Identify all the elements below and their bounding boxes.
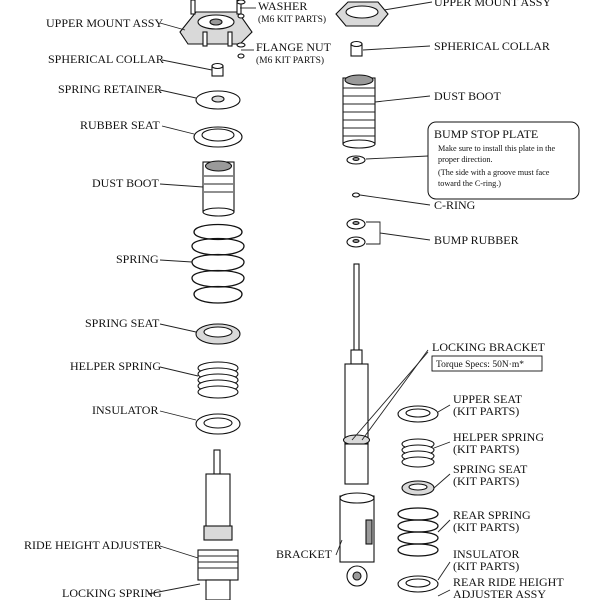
label-upper-mount-left: UPPER MOUNT ASSY xyxy=(46,16,163,30)
label-upper-mount-right: UPPER MOUNT ASSY xyxy=(434,0,551,9)
label-rubber-seat: RUBBER SEAT xyxy=(80,118,160,132)
shock-body-left-part xyxy=(197,449,239,600)
label-helper-spring-left: HELPER SPRING xyxy=(70,359,161,373)
label-ride-height-adjuster: RIDE HEIGHT ADJUSTER xyxy=(24,538,162,552)
label-spring-seat-right-sub: (KIT PARTS) xyxy=(453,474,519,488)
label-washer-sub: (M6 KIT PARTS) xyxy=(258,14,326,25)
bump-stop-note-box xyxy=(427,121,580,200)
label-dust-boot-left: DUST BOOT xyxy=(92,176,159,190)
label-locking-bracket: LOCKING BRACKET xyxy=(432,340,546,354)
label-spring-retainer: SPRING RETAINER xyxy=(58,82,162,96)
label-spring: SPRING xyxy=(116,252,159,266)
upper-seat-part xyxy=(397,405,439,423)
right-labels: UPPER MOUNT ASSY SPHERICAL COLLAR DUST B… xyxy=(276,0,580,600)
spring-seat-right-part xyxy=(401,480,435,496)
label-flange-nut: FLANGE NUT xyxy=(256,40,332,54)
bump-rubber-part xyxy=(346,218,366,248)
spherical-collar-right-part xyxy=(350,40,363,57)
bump-stop-plate-part xyxy=(346,155,366,165)
label-insulator-right: INSULATOR xyxy=(453,547,519,561)
upper-mount-right-part xyxy=(335,1,389,27)
label-bump-rubber: BUMP RUBBER xyxy=(434,233,519,247)
shock-body-right-part xyxy=(342,263,371,485)
note-line-2: proper direction. xyxy=(438,155,493,164)
label-upper-seat: UPPER SEAT xyxy=(453,392,523,406)
spring-retainer-part xyxy=(195,90,241,110)
label-washer: WASHER xyxy=(258,0,307,13)
spring-seat-part xyxy=(195,323,241,345)
bracket-part xyxy=(339,492,375,587)
upper-mount-left-part xyxy=(179,0,253,47)
helper-spring-left-part xyxy=(197,361,239,399)
washer-nut-part xyxy=(236,0,246,59)
label-locking-spring: LOCKING SPRING xyxy=(62,586,162,600)
label-rear-spring: REAR SPRING xyxy=(453,508,531,522)
insulator-right-part xyxy=(397,575,439,593)
label-spherical-collar-right: SPHERICAL COLLAR xyxy=(434,39,550,53)
rear-spring-part xyxy=(397,507,439,557)
label-bracket: BRACKET xyxy=(276,547,333,561)
spherical-collar-left-part xyxy=(211,62,224,77)
label-c-ring: C-RING xyxy=(434,198,476,212)
dust-boot-right-part xyxy=(342,74,376,149)
left-labels: UPPER MOUNT ASSY WASHER (M6 KIT PARTS) F… xyxy=(24,0,332,600)
label-rear-ride-height: REAR RIDE HEIGHT xyxy=(453,575,564,589)
insulator-left-part xyxy=(195,413,241,435)
label-torque-specs: Torque Specs: 50N·m* xyxy=(436,360,524,370)
label-helper-spring-right: HELPER SPRING xyxy=(453,430,544,444)
rubber-seat-part xyxy=(193,126,243,148)
label-helper-spring-right-sub: (KIT PARTS) xyxy=(453,442,519,456)
spring-left-part xyxy=(191,223,245,304)
label-bump-stop-plate: BUMP STOP PLATE xyxy=(434,127,538,141)
label-rear-spring-sub: (KIT PARTS) xyxy=(453,520,519,534)
label-spherical-collar-left: SPHERICAL COLLAR xyxy=(48,52,164,66)
label-rear-ride-height-sub: ADJUSTER ASSY xyxy=(453,587,546,600)
label-spring-seat: SPRING SEAT xyxy=(85,316,160,330)
label-dust-boot-right: DUST BOOT xyxy=(434,89,501,103)
torque-specs-box xyxy=(431,355,543,372)
label-upper-seat-sub: (KIT PARTS) xyxy=(453,404,519,418)
note-line-4: toward the C-ring.) xyxy=(438,179,501,188)
dust-boot-left-part xyxy=(202,160,235,217)
note-line-1: Make sure to install this plate in the xyxy=(438,144,555,153)
label-spring-seat-right: SPRING SEAT xyxy=(453,462,528,476)
helper-spring-right-part xyxy=(401,438,435,468)
label-insulator-left: INSULATOR xyxy=(92,403,158,417)
note-line-3: (The side with a groove must face xyxy=(438,168,550,177)
label-flange-nut-sub: (M6 KIT PARTS) xyxy=(256,55,324,66)
label-insulator-right-sub: (KIT PARTS) xyxy=(453,559,519,573)
c-ring-part xyxy=(351,192,361,198)
right-leader-lines xyxy=(335,1,451,597)
left-leader-lines xyxy=(147,7,256,595)
